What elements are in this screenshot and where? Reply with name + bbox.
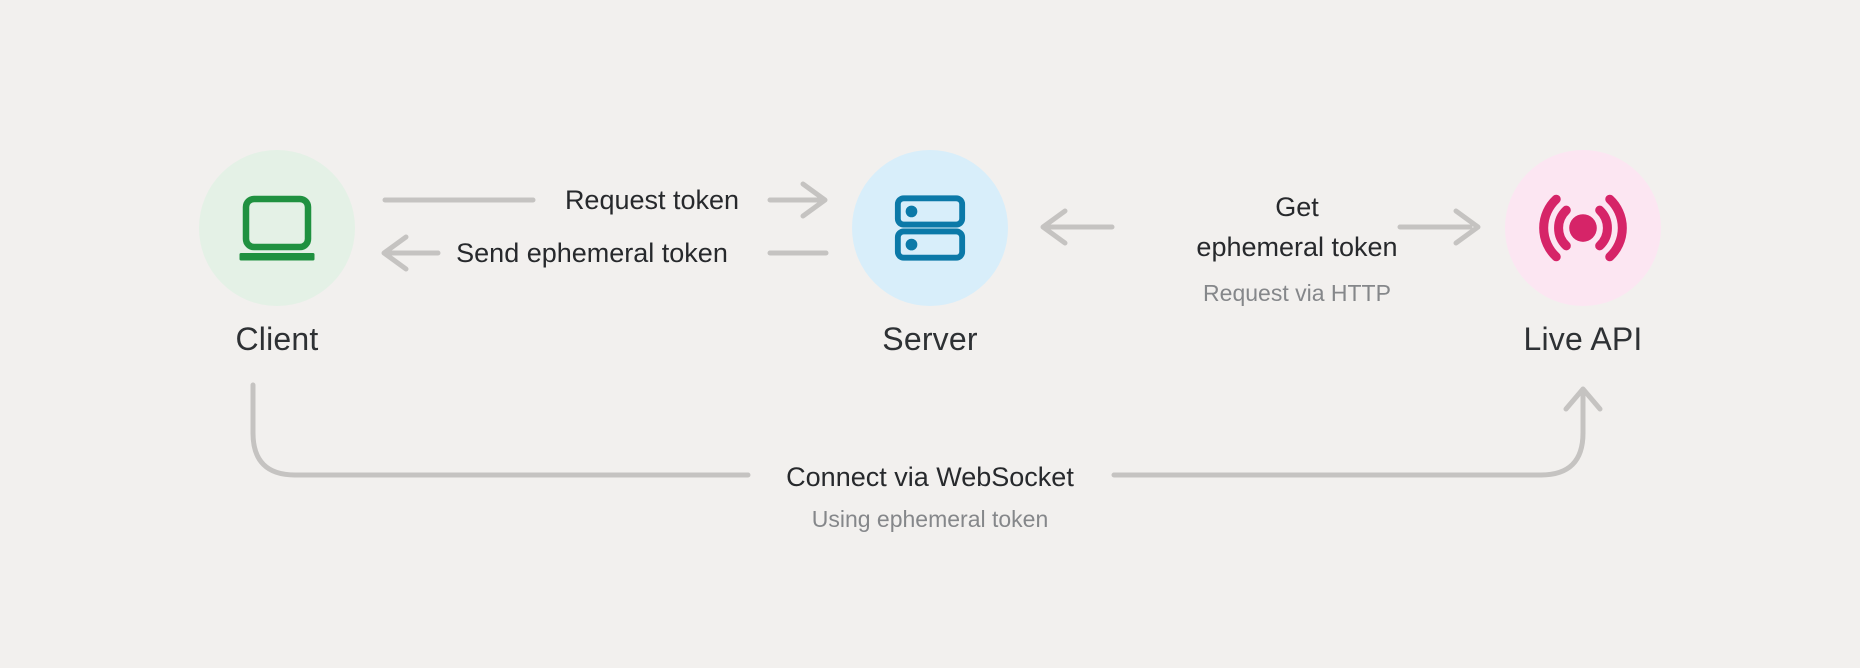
node-server — [852, 150, 1008, 306]
send-token-arrow — [381, 234, 441, 272]
get-token-arrow-left — [1040, 208, 1115, 246]
websocket-sublabel: Using ephemeral token — [811, 506, 1049, 532]
client-label: Client — [235, 321, 319, 357]
websocket-line-left — [250, 382, 751, 478]
server-icon — [894, 195, 966, 261]
request-token-arrow — [767, 181, 828, 219]
broadcast-icon — [1539, 194, 1627, 262]
live-api-label: Live API — [1523, 321, 1643, 357]
get-token-sublabel: Request via HTTP — [1203, 280, 1391, 306]
request-token-label: Request token — [564, 185, 740, 215]
websocket-label: Connect via WebSocket — [786, 462, 1074, 492]
websocket-line-right — [1111, 386, 1603, 478]
node-client — [199, 150, 355, 306]
server-label: Server — [882, 321, 978, 357]
send-token-label: Send ephemeral token — [456, 238, 728, 268]
get-token-arrow-right — [1397, 208, 1481, 246]
laptop-icon — [239, 195, 315, 261]
node-live-api — [1505, 150, 1661, 306]
get-token-label: Get ephemeral token — [1196, 187, 1397, 267]
get-token-label-line2: ephemeral token — [1196, 232, 1398, 262]
get-token-label-line1: Get — [1275, 192, 1319, 222]
